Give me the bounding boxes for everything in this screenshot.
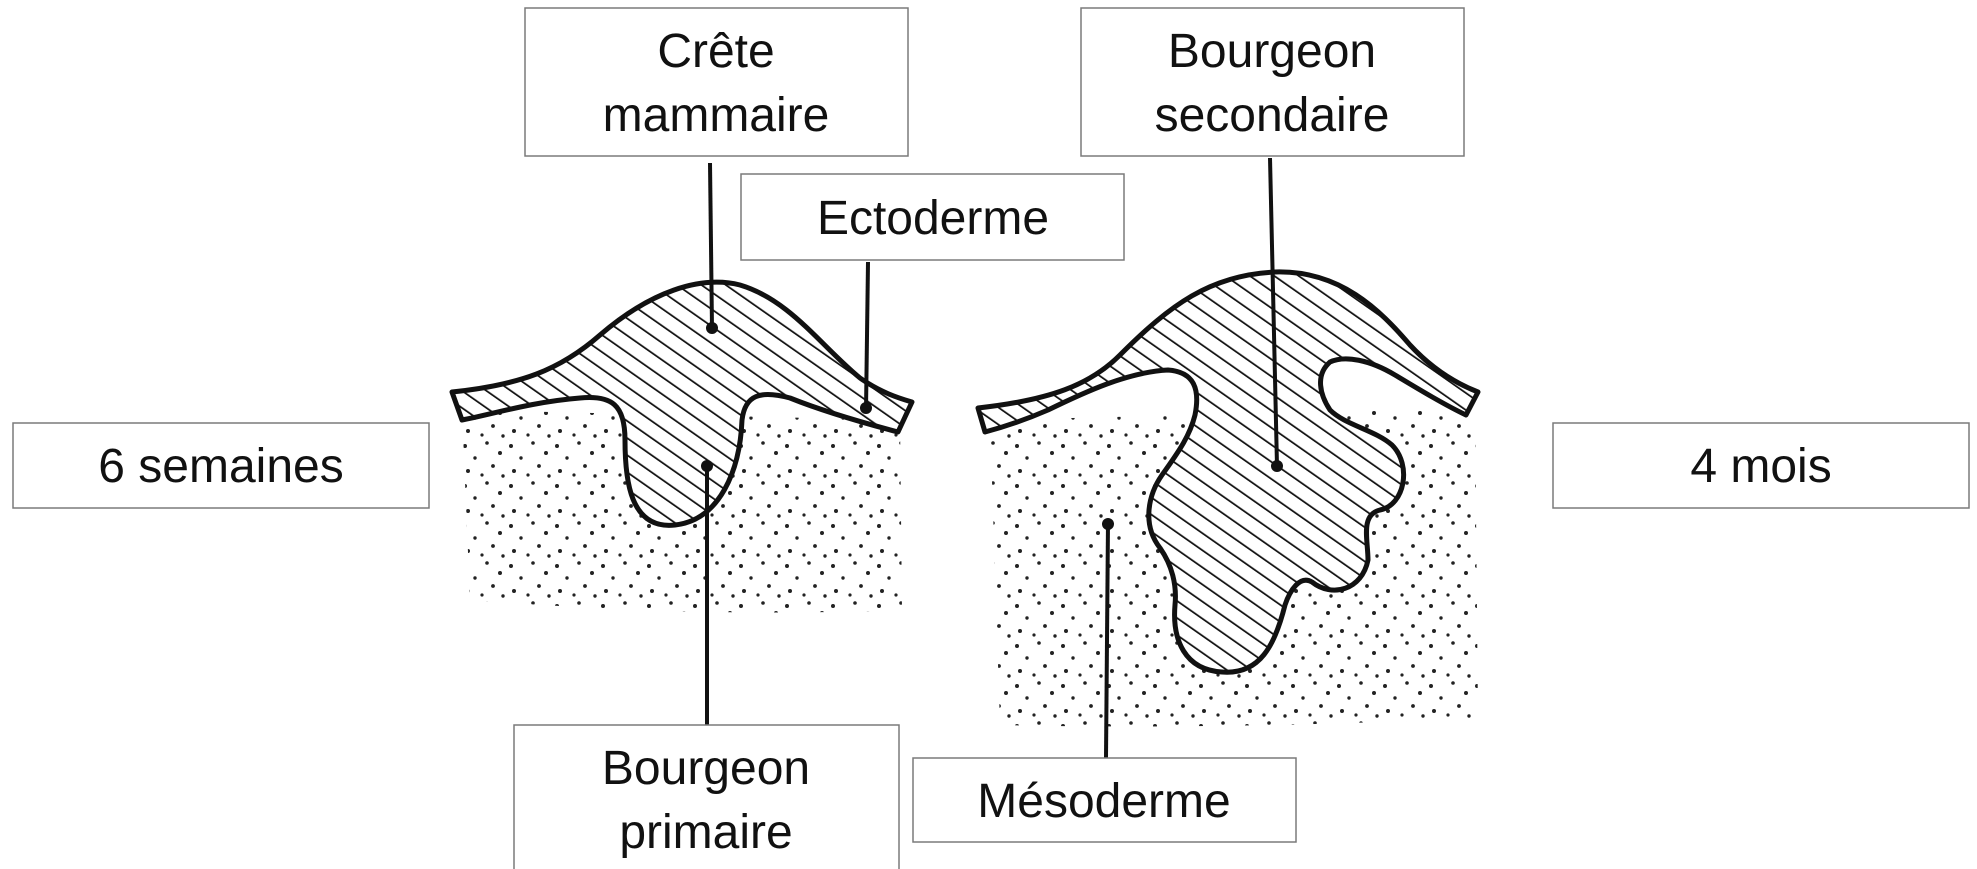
- label-ectoderme: Ectoderme: [741, 174, 1124, 260]
- label-crete-mammaire: Crête mammaire: [525, 8, 908, 156]
- label-six-semaines-text: 6 semaines: [98, 440, 343, 493]
- six-weeks-section: [452, 282, 912, 612]
- label-ectoderme-text: Ectoderme: [817, 192, 1049, 245]
- label-bourgeon-primaire-line1: Bourgeon: [602, 742, 810, 795]
- leader-bourgeon-primaire-dot: [701, 460, 713, 472]
- label-bourgeon-secondaire-line1: Bourgeon: [1168, 25, 1376, 78]
- label-bourgeon-secondaire-line2: secondaire: [1155, 89, 1390, 142]
- leader-mesoderme-dot: [1102, 518, 1114, 530]
- label-quatre-mois-text: 4 mois: [1690, 440, 1831, 493]
- leader-crete-dot: [706, 322, 718, 334]
- label-bourgeon-primaire-line2: primaire: [619, 806, 792, 859]
- leader-bourgeon-secondaire-dot: [1271, 460, 1283, 472]
- label-bourgeon-primaire: Bourgeon primaire: [514, 725, 899, 869]
- leader-ectoderme: [866, 262, 868, 410]
- label-six-semaines: 6 semaines: [13, 423, 429, 508]
- four-months-section: [978, 272, 1478, 727]
- leader-mesoderme: [1106, 522, 1108, 758]
- label-crete-line1: Crête: [657, 25, 774, 78]
- label-bourgeon-secondaire: Bourgeon secondaire: [1081, 8, 1464, 156]
- label-crete-line2: mammaire: [603, 89, 830, 142]
- leader-ectoderme-dot: [860, 402, 872, 414]
- leader-crete: [710, 163, 712, 328]
- label-mesoderme-text: Mésoderme: [977, 775, 1230, 828]
- label-quatre-mois: 4 mois: [1553, 423, 1969, 508]
- label-mesoderme: Mésoderme: [913, 758, 1296, 842]
